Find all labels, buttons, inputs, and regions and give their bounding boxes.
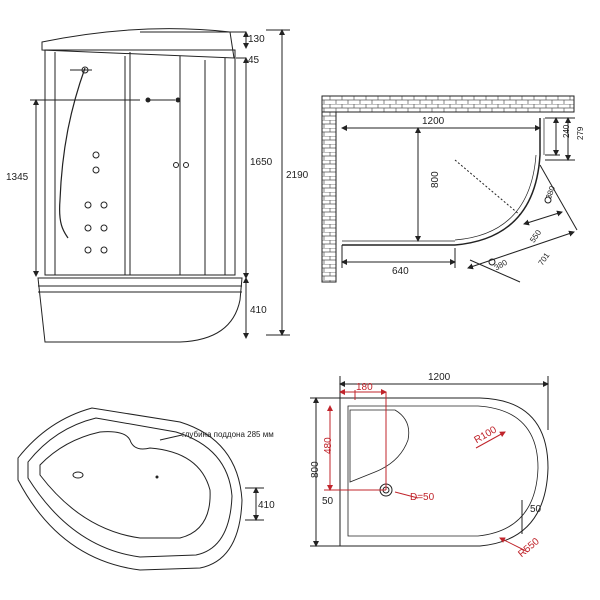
- tray-plan-inner: [347, 405, 539, 537]
- tray-front: [37, 277, 243, 343]
- curved-door: [454, 154, 541, 246]
- cabin-roof: [41, 28, 235, 59]
- tray-plan-seat: [349, 409, 410, 483]
- top-view: [321, 95, 578, 283]
- dim-tray-height: 410: [250, 305, 267, 316]
- tray-3d-basin: [39, 431, 211, 539]
- dim-seat-depth: 480: [323, 437, 334, 454]
- dim-side-b: 279: [576, 126, 585, 140]
- brick-wall-left: [321, 111, 337, 283]
- front-view: [30, 28, 290, 343]
- tray-3d-outer: [17, 407, 243, 571]
- tray-plan: [310, 376, 549, 547]
- tray-depth-label: глубина поддона 285 мм: [182, 430, 274, 439]
- drain-3d: [72, 471, 84, 479]
- dim-radius-c: 550: [528, 228, 543, 245]
- dim-drain-offset: 50: [322, 496, 334, 507]
- dim-total-height: 2190: [286, 170, 309, 181]
- dim-diag: 701: [536, 251, 551, 268]
- brick-wall-top: [321, 95, 575, 113]
- dim-panel-height: 1345: [6, 172, 29, 183]
- dim-radius-b: 380: [493, 258, 510, 273]
- dim-drain-diameter: D=50: [410, 492, 435, 503]
- tray-3d-rim: [27, 417, 233, 558]
- tray-3d: [17, 407, 264, 571]
- dim-door-left: 640: [392, 266, 409, 277]
- dim-plan-depth: 800: [310, 461, 321, 478]
- dim-radius-large: R550: [516, 536, 542, 560]
- dim-door-height: 1650: [250, 157, 273, 168]
- tray-plan-outer: [339, 397, 549, 547]
- shower-hose: [59, 67, 86, 239]
- dim-side-margin: 50: [530, 504, 542, 515]
- dim-seat-width: 180: [356, 382, 373, 393]
- dim-plan-width: 1200: [428, 372, 451, 383]
- dim-tray-3d-height: 410: [258, 500, 275, 511]
- dim-top-gap: 130: [248, 34, 265, 45]
- dim-side-a: 240: [562, 124, 571, 138]
- dim-top-small: 45: [248, 55, 260, 66]
- cabin-frame: [44, 49, 236, 276]
- tray-plan-red-dims: [324, 389, 529, 553]
- dim-radius-a: 380: [544, 184, 557, 200]
- dim-top-width: 1200: [422, 116, 445, 127]
- dim-top-depth: 800: [430, 171, 441, 188]
